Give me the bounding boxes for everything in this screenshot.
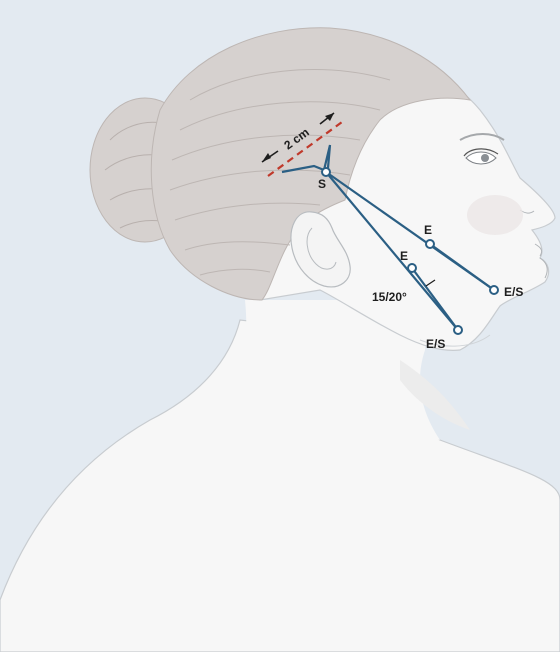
- label-exit-start-jaw: E/S: [504, 285, 523, 299]
- label-start: S: [318, 177, 326, 191]
- label-exit-start-neck: E/S: [426, 337, 445, 351]
- eye-iris: [481, 154, 489, 162]
- point-exit-lower: [408, 264, 416, 272]
- label-exit-upper: E: [424, 223, 432, 237]
- label-angle: 15/20°: [372, 290, 407, 304]
- point-exit-start-neck: [454, 326, 462, 334]
- point-exit-start-jaw: [490, 286, 498, 294]
- point-start: [322, 168, 330, 176]
- cheek-blush: [467, 195, 523, 235]
- point-exit-upper: [426, 240, 434, 248]
- label-exit-lower: E: [400, 249, 408, 263]
